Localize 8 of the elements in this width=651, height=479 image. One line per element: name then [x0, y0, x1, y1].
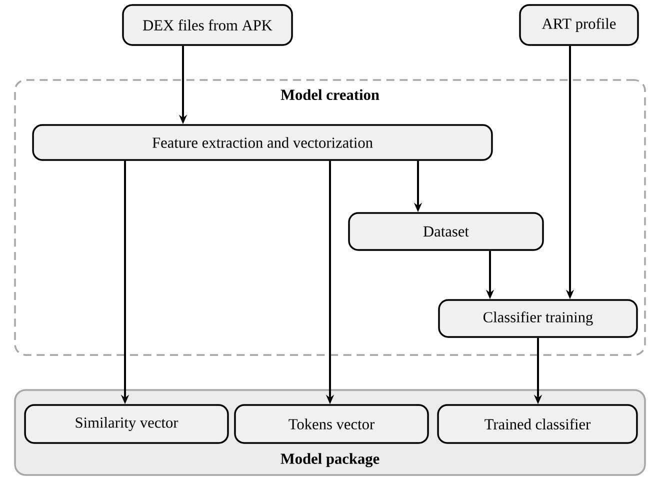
process-box: Classifier training: [438, 299, 638, 338]
process-box: Tokens vector: [234, 404, 429, 444]
process-box: Similarity vector: [24, 404, 229, 444]
process-box: ART profile: [519, 4, 639, 46]
process-box: DEX files from APK: [122, 4, 293, 46]
process-box: Feature extraction and vectorization: [32, 124, 493, 161]
process-box: Dataset: [348, 212, 544, 251]
process-box: Trained classifier: [437, 404, 638, 444]
